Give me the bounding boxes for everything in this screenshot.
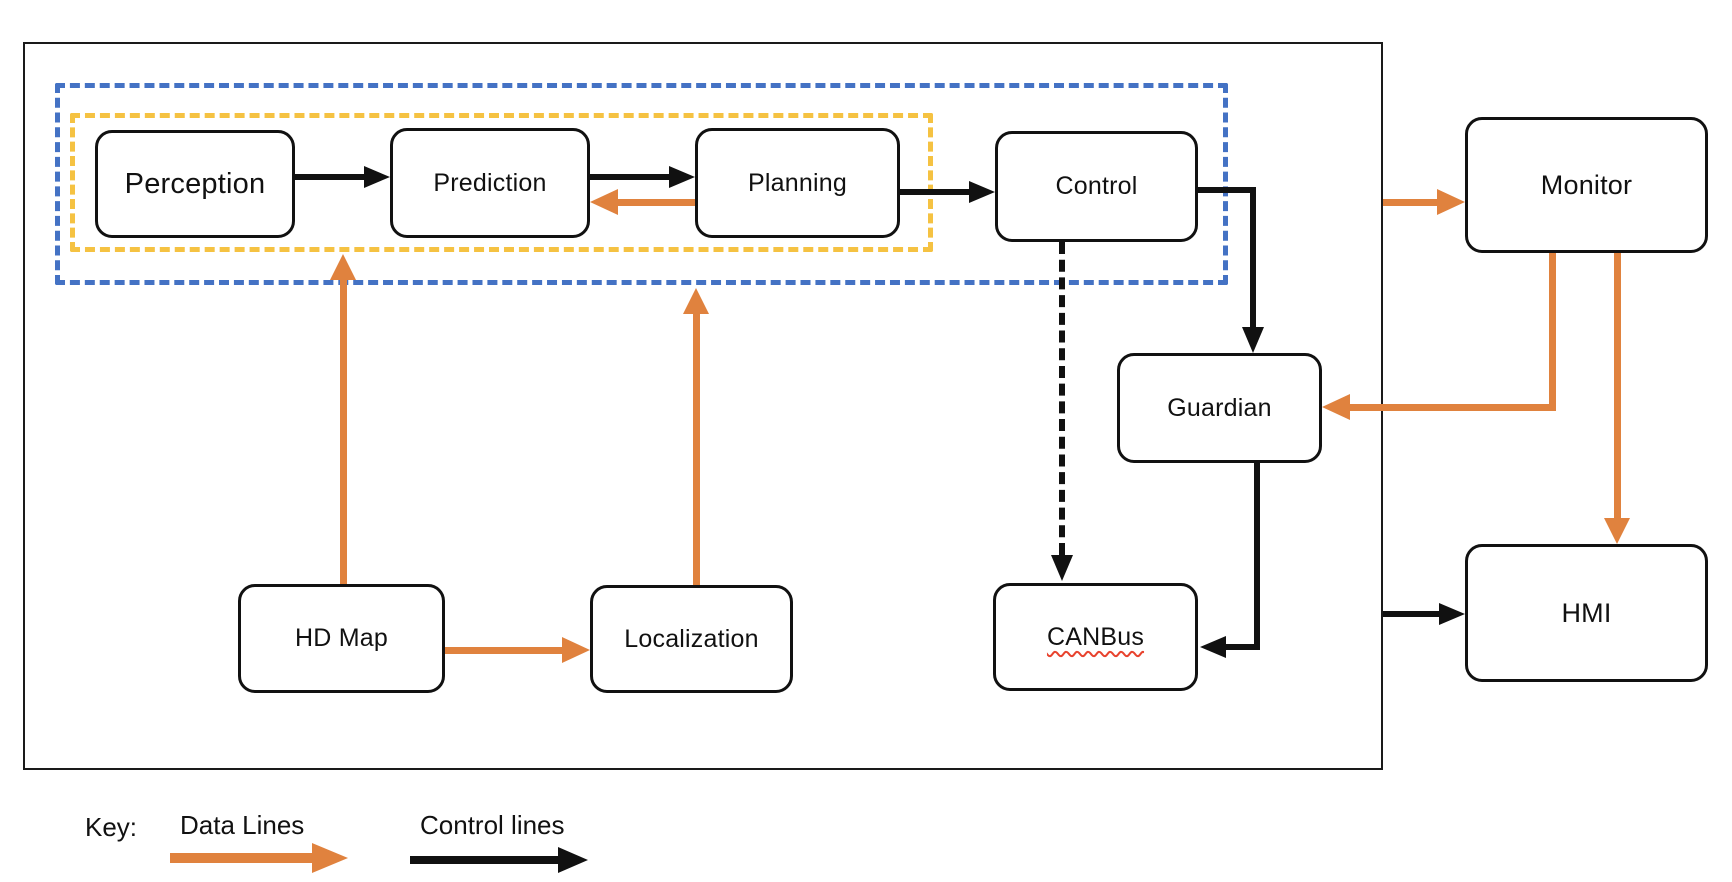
arrow-head	[669, 166, 695, 188]
arrow-segment	[340, 276, 347, 584]
arrow-head	[1200, 636, 1226, 658]
node-prediction: Prediction	[390, 128, 590, 238]
arrow-head	[1437, 189, 1465, 215]
node-control: Control	[995, 131, 1198, 242]
planning-group-dashed-box	[70, 113, 933, 252]
key-control-lines-label: Control lines	[420, 810, 565, 840]
arrow-head	[330, 254, 356, 280]
arrow-segment	[295, 174, 364, 180]
node-planning: Planning	[695, 128, 900, 238]
key-label: Key:	[85, 812, 138, 842]
arrow-head	[1051, 555, 1073, 581]
node-hd-map-label: HD Map	[295, 624, 388, 652]
node-monitor-label: Monitor	[1540, 169, 1633, 200]
arrow-head	[558, 847, 588, 873]
arrow-segment	[1254, 463, 1260, 650]
node-localization: Localization	[590, 585, 793, 693]
node-perception: Perception	[95, 130, 295, 238]
arrow-head	[312, 843, 348, 873]
arrow-segment	[410, 856, 558, 864]
arrow-head	[1242, 327, 1264, 353]
arrow-segment	[693, 310, 700, 585]
arrow-segment	[1226, 644, 1260, 650]
node-monitor: Monitor	[1465, 117, 1708, 253]
node-hmi-label: HMI	[1561, 597, 1612, 628]
node-localization-label: Localization	[624, 624, 759, 653]
arrow-segment	[1250, 187, 1256, 327]
arrow-segment	[170, 853, 312, 863]
arrow-head	[969, 181, 995, 203]
arrow-segment	[1350, 404, 1556, 411]
node-guardian-label: Guardian	[1167, 393, 1272, 422]
node-perception-label: Perception	[124, 167, 266, 200]
arrow-head	[683, 288, 709, 314]
arrow-head	[1439, 603, 1465, 625]
node-guardian: Guardian	[1117, 353, 1322, 463]
arrow-head	[562, 637, 590, 663]
arrow-segment	[445, 647, 562, 654]
arrow-segment	[1549, 253, 1556, 411]
arrow-head	[364, 166, 390, 188]
node-planning-label: Planning	[748, 168, 847, 197]
arrow-head	[1604, 518, 1630, 544]
arrow-segment	[1614, 253, 1621, 518]
key-data-lines-label: Data Lines	[180, 810, 305, 840]
node-hmi: HMI	[1465, 544, 1708, 682]
arrow-segment	[1059, 242, 1065, 555]
arrow-segment	[1383, 199, 1437, 206]
arrow-head	[1322, 394, 1350, 420]
arrow-segment	[590, 174, 669, 180]
arrow-head	[590, 189, 618, 215]
arrow-segment	[900, 189, 969, 195]
autonomy-group-dashed-box	[55, 83, 1228, 285]
node-prediction-label: Prediction	[433, 168, 547, 197]
node-canbus: CANBus	[993, 583, 1198, 691]
node-hd-map: HD Map	[238, 584, 445, 693]
node-canbus-label: CANBus	[1046, 622, 1145, 651]
node-control-label: Control	[1055, 172, 1138, 200]
arrow-segment	[1198, 187, 1256, 193]
arrow-segment	[616, 199, 695, 206]
arrow-segment	[1383, 611, 1439, 617]
